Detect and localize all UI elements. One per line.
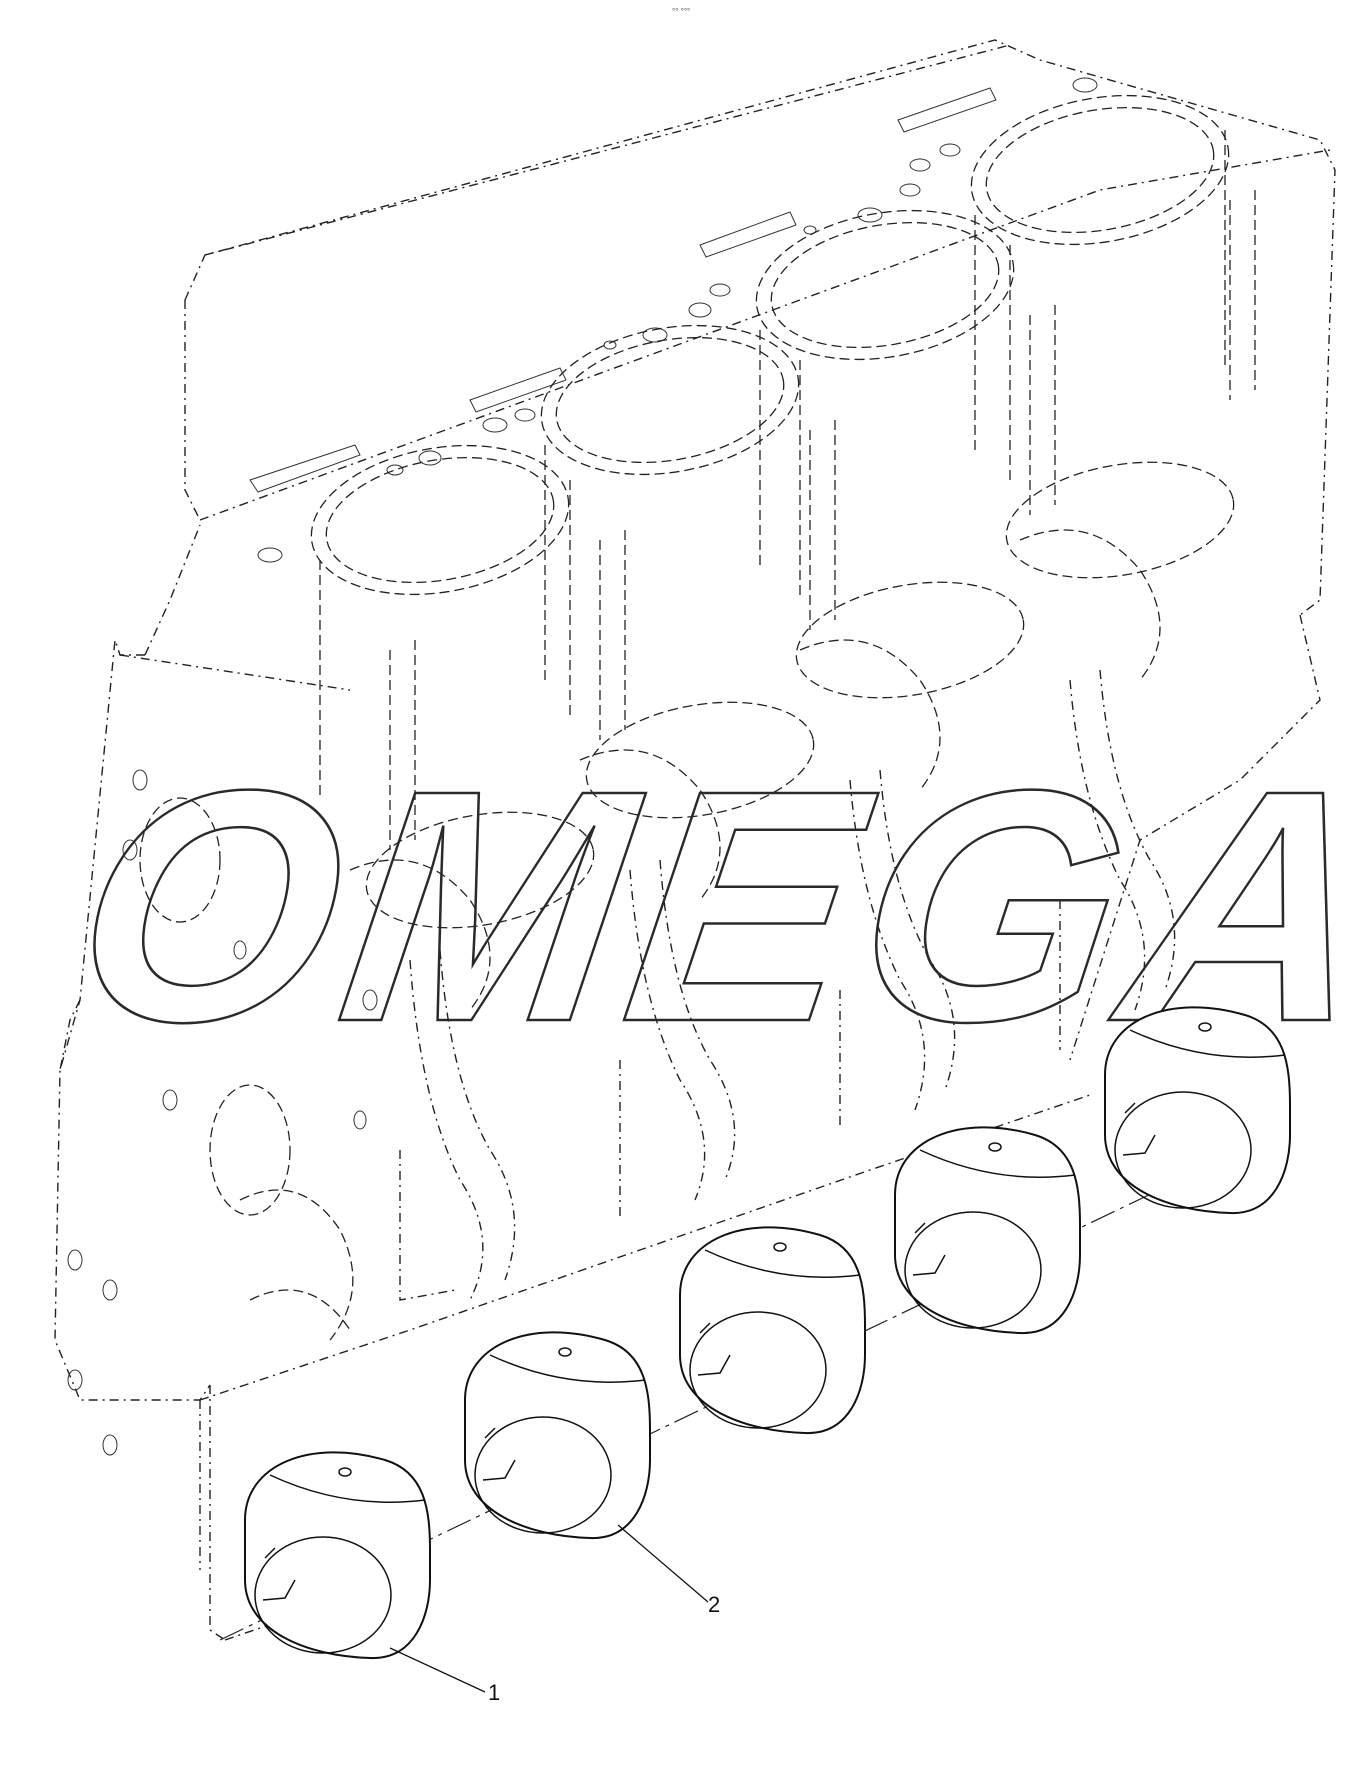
leader-line	[389, 1647, 486, 1693]
main-bearing-shell	[679, 1226, 866, 1435]
crankcase-webs	[67, 190, 1256, 1456]
part-number-label: 1	[488, 1680, 500, 1705]
leader-line	[617, 1524, 709, 1603]
main-bearing-shell	[464, 1331, 651, 1540]
part-number-label: 2	[708, 1592, 720, 1617]
main-bearing-shell	[244, 1451, 431, 1660]
main-bearing-shell	[894, 1126, 1081, 1335]
callout-2: 2	[617, 1524, 720, 1617]
main-bearing-shell	[1104, 1006, 1291, 1215]
callout-1: 1	[389, 1647, 500, 1705]
cylinder-bores	[310, 94, 1235, 929]
deck-holes	[249, 77, 1098, 563]
top-mark: °° °°°	[672, 7, 690, 16]
